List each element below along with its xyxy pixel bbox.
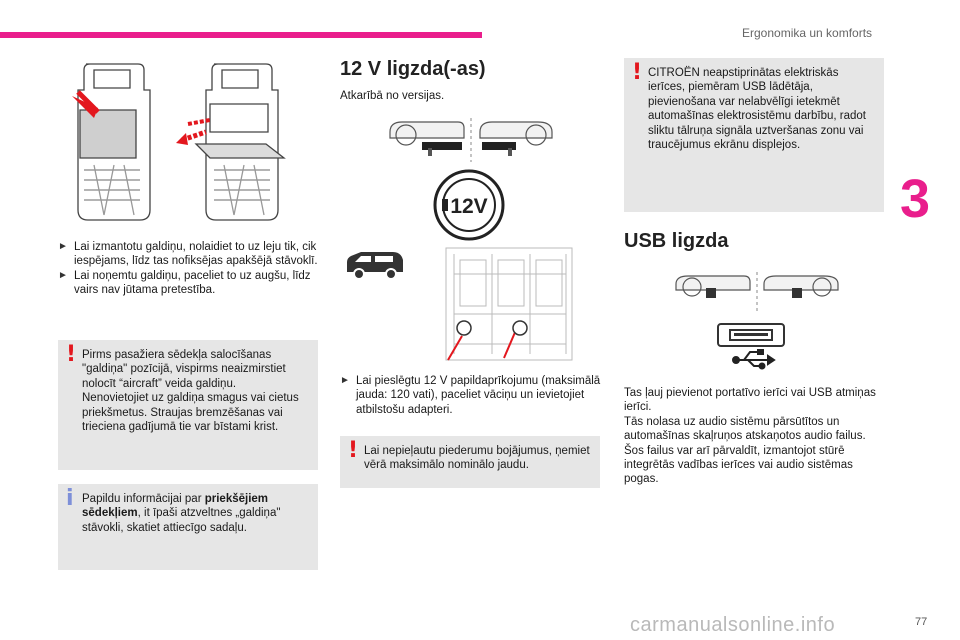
accent-bar	[0, 32, 482, 38]
seat-table-illustration	[72, 63, 286, 221]
page-number: 77	[915, 616, 928, 628]
dashboard-usb-location	[675, 272, 839, 312]
socket-label: 12V	[450, 195, 487, 218]
warning-icon: !	[66, 342, 77, 367]
warning-icon: !	[632, 60, 643, 85]
dashboard-12v-location	[389, 118, 553, 162]
warning-note-seat: ! Pirms pasažiera sēdekļa salocīšanas "g…	[58, 340, 318, 470]
middle-bullets: ►Lai pieslēgtu 12 V papildaprīkojumu (ma…	[340, 374, 602, 417]
warning-icon: !	[348, 438, 359, 463]
page-title-12v: 12 V ligzda(-as)	[340, 58, 486, 80]
socket-12v-icon: 12V	[433, 169, 505, 241]
usb-port-icon	[717, 323, 785, 370]
left-bullets: ►Lai izmantotu galdiņu, nolaidiet to uz …	[58, 240, 320, 298]
cabin-12v-location	[445, 247, 573, 361]
watermark: carmanualsonline.info	[630, 614, 836, 636]
page-title-usb: USB ligzda	[624, 230, 729, 252]
info-note-text: Papildu informācijai par priekšējiem sēd…	[82, 493, 281, 534]
chapter-tab-number: 3	[900, 169, 931, 229]
warning-note-citroen: ! CITROËN neapstiprinātas elektriskās ie…	[624, 58, 884, 212]
list-item: ►Lai pieslēgtu 12 V papildaprīkojumu (ma…	[340, 375, 601, 416]
van-icon	[347, 252, 403, 280]
usb-description: Tas ļauj pievienot portatīvo ierīci vai …	[624, 387, 876, 486]
version-note: Atkarībā no versijas.	[340, 90, 445, 102]
warning-note-text: Lai nepieļautu piederumu bojājumus, ņemi…	[364, 445, 590, 472]
section-title: Ergonomika un komforts	[742, 26, 873, 40]
warning-note-12v: ! Lai nepieļautu piederumu bojājumus, ņe…	[340, 436, 600, 488]
warning-note-text: CITROËN neapstiprinātas elektriskās ierī…	[648, 67, 866, 152]
list-item: ►Lai noņemtu galdiņu, paceliet to uz aug…	[58, 269, 311, 297]
list-item: ►Lai izmantotu galdiņu, nolaidiet to uz …	[58, 241, 318, 268]
info-note-seats: i Papildu informācijai par priekšējiem s…	[58, 484, 318, 570]
info-icon: i	[66, 486, 74, 511]
warning-note-text: Pirms pasažiera sēdekļa salocīšanas "gal…	[82, 349, 299, 434]
